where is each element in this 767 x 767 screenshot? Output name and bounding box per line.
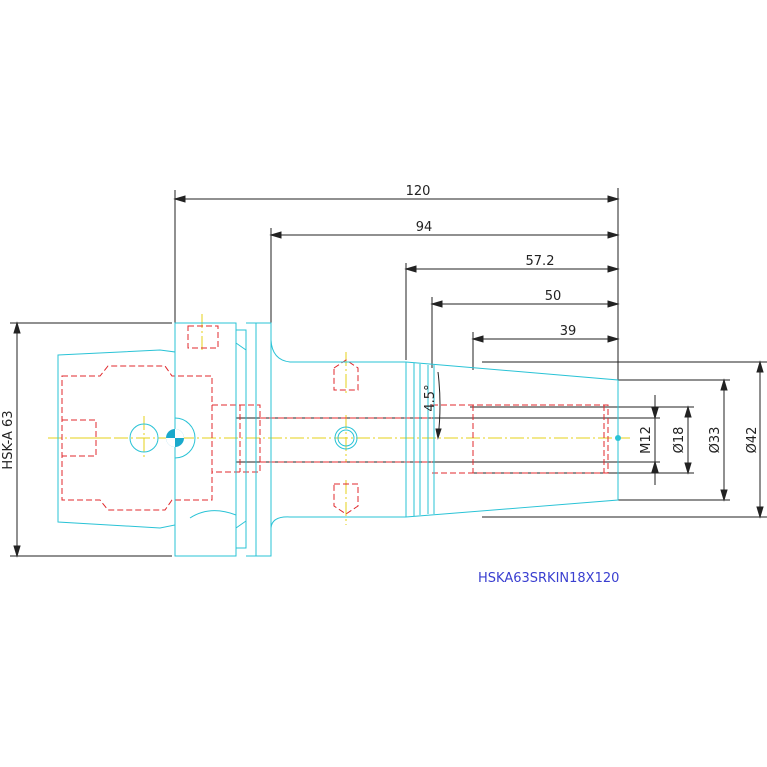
- dim-length-50: 50: [545, 289, 562, 304]
- dim-overall-length: 120: [406, 184, 431, 199]
- center-lines: [48, 314, 630, 525]
- dim-diameter-18: Ø18: [672, 427, 687, 454]
- dim-diameter-33: Ø33: [708, 427, 723, 454]
- dim-length-57-2: 57.2: [526, 254, 555, 269]
- interface-label: HSK-A 63: [1, 410, 16, 469]
- angle-label: 4.5°: [423, 384, 438, 411]
- origin-markers: [166, 429, 621, 447]
- part-name-label: HSKA63SRKIN18X120: [478, 571, 619, 586]
- dim-thread: M12: [639, 426, 654, 454]
- dim-length-94: 94: [416, 220, 433, 235]
- dim-length-39: 39: [560, 324, 577, 339]
- dim-diameter-42: Ø42: [745, 427, 760, 454]
- dimension-lines: [10, 188, 767, 558]
- labels: 120 94 57.2 50 39 M12 Ø18 Ø33 Ø42 HSK-A …: [1, 184, 760, 586]
- tool-holder-outline: [57, 322, 619, 557]
